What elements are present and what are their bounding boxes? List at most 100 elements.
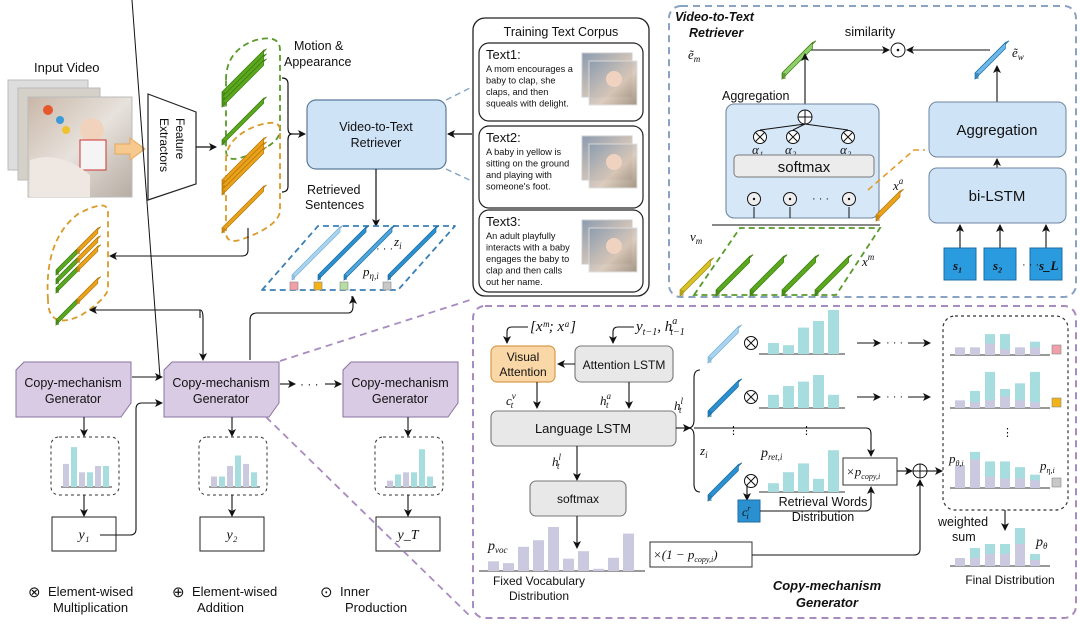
mixed-bar-base	[985, 476, 995, 488]
mixed-bar	[1030, 371, 1040, 408]
output-token-box	[199, 516, 265, 552]
s-token-box	[943, 247, 977, 281]
final-bar-base	[1015, 544, 1025, 566]
zoom-line	[279, 299, 471, 362]
mixed-bar-base	[1030, 402, 1040, 408]
legend-symbol: ⊕	[172, 584, 185, 601]
mixed-bar	[970, 390, 980, 408]
p-voc-label: pvoc	[487, 539, 508, 555]
z-i-copy-label: zi	[699, 443, 708, 460]
legend-symbol: ⊙	[320, 584, 333, 601]
vdots: ⋮	[801, 425, 812, 437]
weight-marker	[313, 281, 323, 291]
mixed-bar	[1015, 467, 1025, 488]
retrieval-bar	[828, 394, 839, 408]
softmax-label-copy: softmax	[557, 492, 599, 506]
input-arrow-icon	[114, 137, 146, 161]
legend-symbol: ⊗	[28, 584, 41, 601]
x-m-outline	[692, 227, 882, 296]
generator-dots: · · ·	[300, 377, 319, 391]
softmax-box-copy[interactable]	[529, 480, 627, 517]
retriever-detail-title-line2: Retriever	[689, 26, 744, 40]
corpus-item-title: Text3:	[486, 214, 521, 229]
mixed-bar-base	[970, 347, 980, 355]
z-i-label: zi	[393, 234, 402, 251]
retrieval-bar	[783, 472, 794, 492]
corpus-item-line: A baby in yellow is	[486, 147, 561, 157]
vocab-bar	[623, 533, 634, 571]
vocab-bar	[563, 558, 574, 571]
final-bar-base	[955, 558, 965, 566]
x-m-vectors	[679, 149, 925, 297]
corpus-item-line: out her name.	[486, 277, 543, 287]
p-ret-label: pret,i	[760, 446, 783, 462]
distribution-bar	[79, 472, 85, 487]
language-lstm-label: Language LSTM	[535, 421, 631, 436]
visual-attention-box[interactable]	[490, 345, 556, 383]
legend: ⊗Element-wisedMultiplication⊕Element-wis…	[28, 584, 407, 615]
output-token-label: y₁	[76, 528, 89, 543]
corpus-item-line: clap and then calls	[486, 266, 563, 276]
mixed-bar-base	[1000, 478, 1010, 488]
times-pcopy-label: ×pcopy,i	[846, 464, 880, 481]
weight-marker	[382, 281, 392, 291]
distribution-bar	[87, 472, 93, 487]
mixed-bar	[985, 371, 995, 408]
mixed-bar-base	[1030, 347, 1040, 355]
distribution-bar	[395, 474, 401, 487]
arrow-attn-input	[609, 326, 634, 344]
final-distribution-bars	[950, 528, 1050, 567]
appearance-features-outline	[225, 121, 281, 242]
x-a-label: xa	[892, 176, 904, 193]
output-token-box	[51, 516, 117, 552]
softmax-box	[733, 154, 875, 178]
final-bar	[970, 548, 980, 566]
retriever-box[interactable]: Video-to-Text Retriever	[306, 99, 447, 170]
input-video: Input Video	[7, 60, 133, 198]
retrieval-bar	[783, 345, 794, 354]
distribution-bar	[243, 463, 249, 487]
vocab-bar	[593, 568, 604, 571]
mixed-bar-base	[1000, 396, 1010, 408]
distribution-bar	[251, 472, 257, 487]
legend-line2: Multiplication	[53, 600, 128, 615]
mixed-bar-base	[1015, 400, 1025, 408]
softmax-label: softmax	[778, 159, 831, 176]
vocab-bar	[488, 561, 499, 571]
s-token-box	[983, 247, 1017, 281]
bilstm-label: bi-LSTM	[969, 188, 1026, 205]
mixed-bar-base	[970, 402, 980, 408]
x-a-outline	[867, 149, 925, 191]
thumbnail-face	[606, 71, 622, 87]
mixed-bar-base	[985, 400, 995, 408]
mixed-bar-base	[1000, 349, 1010, 355]
retrieval-bar	[768, 483, 779, 492]
distribution-bar	[411, 472, 417, 487]
legend-line2: Production	[345, 600, 407, 615]
toy	[56, 116, 64, 124]
copy-detail-title-line2: Generator	[796, 595, 859, 610]
retrieval-bar	[828, 450, 839, 492]
aggregation-right-box	[928, 101, 1067, 158]
distribution-bar	[71, 447, 77, 487]
distribution-bar	[219, 476, 225, 487]
final-bar-base	[985, 554, 995, 566]
distribution-bar	[95, 466, 101, 487]
corpus-item-line: baby to clap, she	[486, 76, 555, 86]
final-bar-base	[970, 558, 980, 566]
vocab-bar	[503, 563, 514, 571]
weight-marker	[1051, 344, 1062, 355]
retriever-detail-title-line1: Video-to-Text	[675, 10, 755, 24]
similarity-label: similarity	[845, 24, 896, 39]
arrow-y1-to-gen2	[100, 399, 163, 536]
p-eta-i-label: pη,i	[362, 264, 379, 281]
x-m-label: xm	[861, 252, 875, 269]
vector-dots: · · ·	[376, 243, 393, 255]
retrieval-bar	[798, 327, 809, 354]
